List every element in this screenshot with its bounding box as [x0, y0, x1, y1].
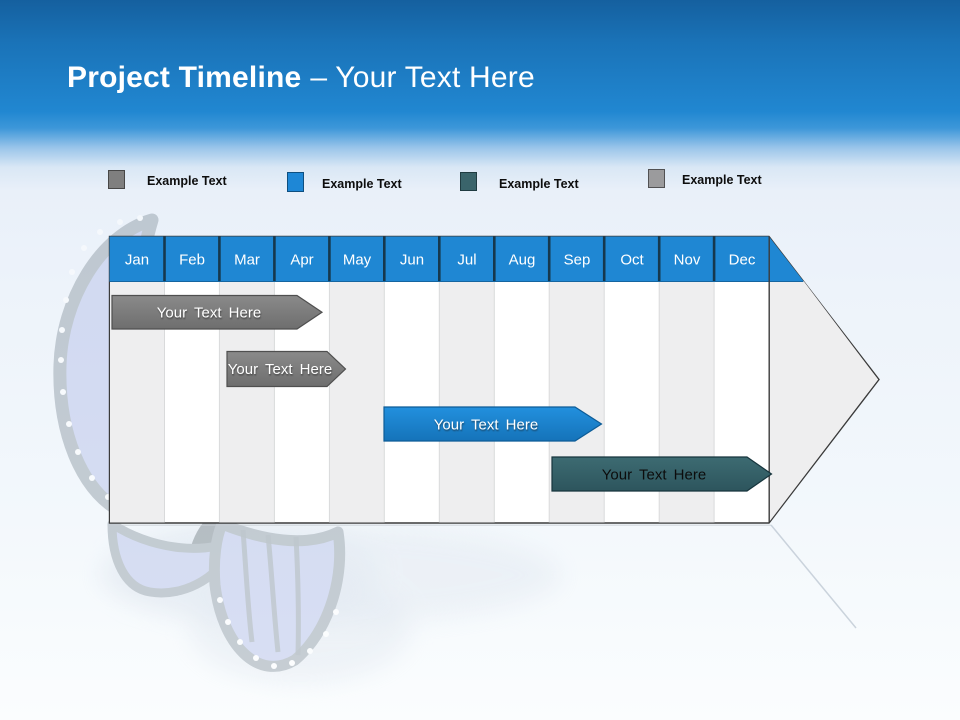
task-bar-1-label[interactable]: Your Text Here	[157, 305, 261, 322]
month-cell-nov: Nov	[674, 252, 701, 269]
legend-label[interactable]: Example Text	[147, 174, 227, 188]
title-main[interactable]: Project Timeline	[67, 61, 302, 94]
month-header-band	[109, 236, 804, 282]
month-cell-apr: Apr	[290, 252, 313, 269]
month-cell-aug: Aug	[509, 252, 536, 269]
slide-title[interactable]: Project Timeline– Your Text Here	[67, 61, 535, 95]
task-bar-1[interactable]	[111, 294, 324, 330]
column-separators	[164, 281, 715, 523]
month-cell-jan: Jan	[125, 252, 149, 269]
table-shadow-line	[110, 524, 771, 526]
arrow-reflection	[770, 524, 857, 629]
month-cell-oct: Oct	[620, 252, 644, 269]
legend-swatch-gray	[108, 170, 125, 189]
legend-swatch-blue	[287, 172, 304, 192]
task-bar-3-label[interactable]: Your Text Here	[434, 417, 538, 434]
task-bar-3[interactable]	[383, 406, 603, 442]
task-bar-4-label[interactable]: Your Text Here	[602, 467, 706, 484]
month-header-separators	[163, 236, 716, 281]
month-cell-feb: Feb	[179, 252, 205, 269]
legend-swatch-teal	[460, 172, 477, 191]
task-bar-4[interactable]	[551, 456, 773, 492]
legend-label[interactable]: Example Text	[682, 173, 762, 187]
month-cell-mar: Mar	[234, 252, 260, 269]
month-cell-sep: Sep	[564, 252, 591, 269]
month-cell-may: May	[343, 252, 372, 269]
title-placeholder[interactable]: – Your Text Here	[310, 61, 535, 94]
task-bar-2[interactable]	[226, 350, 347, 388]
legend-swatch-lightgray	[648, 169, 665, 188]
task-bar-2-label[interactable]: Your Text Here	[228, 361, 332, 378]
month-header-row: Jan Feb Mar Apr May Jun Jul Aug Sep Oct …	[125, 252, 756, 269]
legend-label[interactable]: Example Text	[322, 177, 402, 191]
month-cell-dec: Dec	[729, 252, 756, 269]
month-cell-jul: Jul	[457, 252, 476, 269]
month-cell-jun: Jun	[400, 252, 424, 269]
legend-label[interactable]: Example Text	[499, 177, 579, 191]
task-bars: Your Text Here Your Text Here Your Text …	[111, 294, 773, 492]
